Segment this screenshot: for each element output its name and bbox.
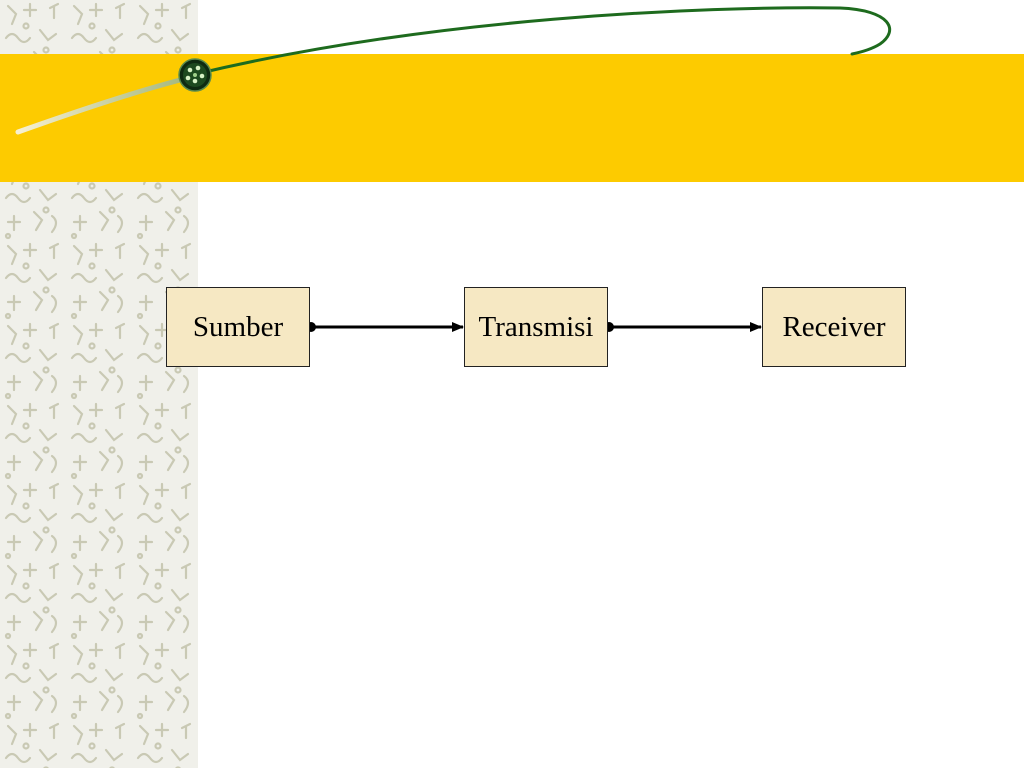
green-dotted-bead-icon (178, 58, 212, 92)
yellow-header-band (0, 54, 1024, 182)
arrow-transmission-to-receiver (604, 322, 762, 332)
block-source-label: Sumber (192, 310, 284, 343)
arrow-source-to-transmission (306, 322, 464, 332)
block-source: Sumber (166, 287, 310, 367)
block-transmission-label: Transmisi (478, 310, 594, 343)
block-receiver: Receiver (762, 287, 906, 367)
block-receiver-label: Receiver (782, 310, 886, 343)
block-transmission: Transmisi (464, 287, 608, 367)
